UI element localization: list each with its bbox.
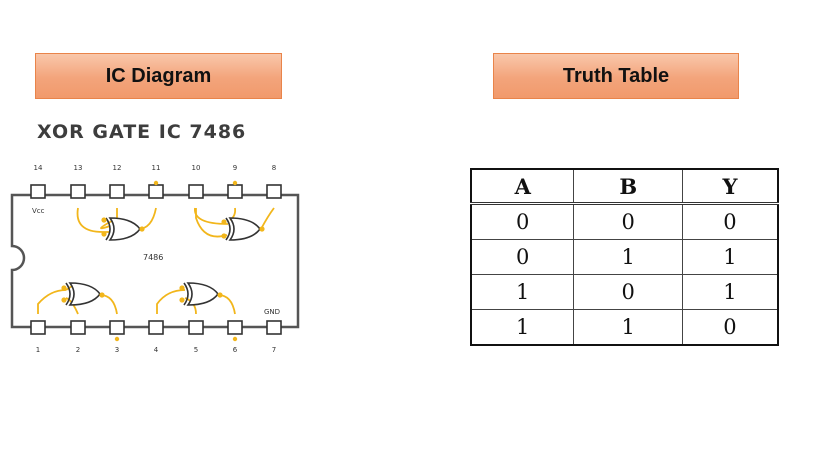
xor-gate-4 <box>105 217 141 241</box>
truth-table-header: Truth Table <box>493 53 739 99</box>
bottom-pin-number: 6 <box>233 346 238 354</box>
column-header-y: Y <box>681 168 779 205</box>
xor-gate-1 <box>65 282 101 306</box>
top-pin-number: 14 <box>34 164 43 172</box>
bottom-pin-box <box>70 320 86 335</box>
truth-table-header-row: A B Y <box>470 168 779 205</box>
top-pin-number: 12 <box>113 164 122 172</box>
table-row: 1 1 0 <box>470 309 779 346</box>
column-header-b: B <box>573 168 683 205</box>
ic-title: XOR GATE IC 7486 <box>37 121 247 143</box>
bottom-pin-box <box>148 320 164 335</box>
column-header-a: A <box>470 168 575 205</box>
bottom-pin-number: 4 <box>154 346 159 354</box>
cell-b: 0 <box>573 203 683 240</box>
xor-gates <box>65 217 261 306</box>
bottom-pins: 1 2 3 4 5 6 7 <box>30 320 282 354</box>
top-pin-box <box>70 184 86 199</box>
top-pin-number: 11 <box>152 164 161 172</box>
xor-gate-2 <box>183 282 219 306</box>
cell-a: 1 <box>470 309 575 346</box>
bottom-pin-number: 5 <box>194 346 198 354</box>
cell-b: 1 <box>573 309 683 346</box>
ic-diagram-header: IC Diagram <box>35 53 282 99</box>
table-row: 0 0 0 <box>470 203 779 240</box>
bottom-pin-box <box>109 320 125 335</box>
top-pin-box <box>30 184 46 199</box>
top-pin-box <box>148 184 164 199</box>
bottom-pin-box <box>188 320 204 335</box>
cell-b: 0 <box>573 274 683 310</box>
bottom-pin-box <box>227 320 243 335</box>
bottom-pin-number: 7 <box>272 346 276 354</box>
bottom-pin-number: 1 <box>36 346 40 354</box>
top-pin-number: 9 <box>233 164 237 172</box>
cell-a: 0 <box>470 203 575 240</box>
cell-a: 1 <box>470 274 575 310</box>
top-pin-number: 13 <box>74 164 83 172</box>
top-pins: 14 13 12 11 10 9 8 <box>30 164 282 199</box>
xor-gate-3 <box>225 217 261 241</box>
bottom-pin-box <box>30 320 46 335</box>
top-pin-box <box>109 184 125 199</box>
bottom-pin-box <box>266 320 282 335</box>
cell-y: 0 <box>681 203 779 240</box>
chip-part-label: 7486 <box>143 253 163 262</box>
table-row: 0 1 1 <box>470 239 779 275</box>
top-pin-box <box>266 184 282 199</box>
bottom-pin-number: 2 <box>76 346 80 354</box>
cell-b: 1 <box>573 239 683 275</box>
cell-y: 1 <box>681 274 779 310</box>
gnd-label: GND <box>264 308 280 316</box>
table-row: 1 0 1 <box>470 274 779 310</box>
top-pin-box <box>188 184 204 199</box>
top-pin-number: 10 <box>192 164 201 172</box>
top-pin-number: 8 <box>272 164 276 172</box>
vcc-label: Vcc <box>32 207 45 215</box>
bottom-pin-number: 3 <box>115 346 119 354</box>
cell-a: 0 <box>470 239 575 275</box>
truth-table: A B Y 0 0 0 0 1 1 1 0 1 1 1 0 <box>470 168 779 346</box>
cell-y: 1 <box>681 239 779 275</box>
cell-y: 0 <box>681 309 779 346</box>
top-pin-box <box>227 184 243 199</box>
wire-junctions <box>61 180 265 342</box>
